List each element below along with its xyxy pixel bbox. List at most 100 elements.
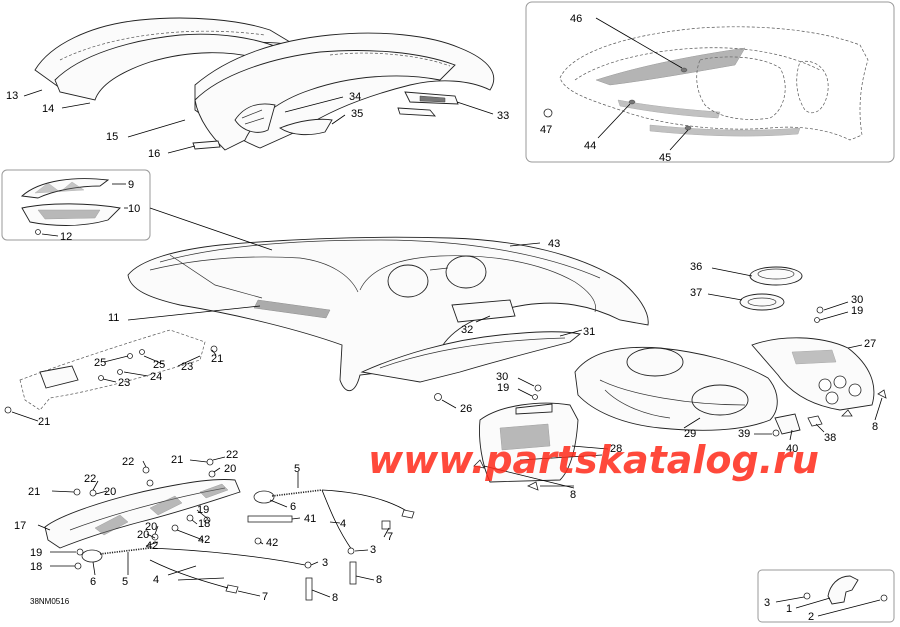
callout-7a: 7	[387, 531, 393, 543]
callout-9: 9	[128, 179, 134, 191]
cap-ring-37	[739, 293, 785, 311]
callout-42b: 42	[146, 540, 158, 552]
callout-24: 24	[150, 371, 162, 383]
seat-strap	[234, 103, 276, 133]
callout-23b: 23	[181, 361, 193, 373]
callout-36: 36	[690, 261, 702, 273]
callout-5a: 5	[294, 463, 300, 475]
deck-body: 43 11 32 31 26	[108, 236, 649, 415]
bolt-8-lower	[305, 577, 313, 601]
cable-4-upper	[321, 489, 353, 551]
callout-31: 31	[583, 326, 595, 338]
screw-30-right	[816, 306, 824, 314]
callout-33: 33	[497, 110, 509, 122]
callout-8a: 8	[570, 489, 576, 501]
glovebox-front-group: 30 19 28 8	[473, 371, 622, 501]
callout-26: 26	[460, 403, 472, 415]
hinge-inset: 3 1 2	[757, 569, 895, 623]
callout-10: 10	[128, 203, 140, 215]
callout-32: 32	[461, 324, 473, 336]
callout-13: 13	[6, 90, 18, 102]
clip-8-right	[841, 409, 853, 417]
callout-45: 45	[659, 152, 671, 164]
seat-trim-strip	[279, 118, 333, 136]
console-gauge	[626, 347, 684, 377]
callout-20b: 20	[224, 463, 236, 475]
callout-11: 11	[108, 312, 119, 324]
console-dial	[691, 384, 749, 416]
vent-inset: 9 10 12	[1, 169, 151, 243]
hinge-part-1	[827, 575, 859, 605]
callout-35: 35	[351, 108, 363, 120]
callout-30b: 30	[851, 294, 863, 306]
console-group: 30 19 27 29 39 40 38 8	[574, 294, 887, 455]
callout-29: 29	[684, 428, 696, 440]
callout-42c: 42	[266, 537, 278, 549]
glovebox-latch	[515, 403, 553, 415]
callout-25b: 25	[153, 359, 165, 371]
callout-21b: 21	[38, 416, 50, 428]
callout-6b: 6	[90, 576, 96, 588]
callout-22c: 22	[226, 449, 238, 461]
callout-20c: 20	[145, 521, 157, 533]
deck-vent-11	[253, 299, 331, 319]
callout-3a: 3	[370, 544, 376, 556]
gauge-left	[387, 264, 429, 298]
spring-5-lower	[99, 547, 151, 555]
callout-5b: 5	[122, 576, 128, 588]
spring-5-upper	[271, 489, 323, 497]
callout-21d: 21	[171, 454, 183, 466]
callout-21c: 21	[28, 486, 40, 498]
fuel-cap-group: 36 37	[690, 261, 803, 311]
grommet-6-lower	[81, 549, 103, 563]
callout-34: 34	[349, 91, 361, 103]
callout-30a: 30	[496, 371, 508, 383]
hull-side-panel	[595, 47, 746, 86]
rear-assembly-group: 17 21 22 20 19 18 6 5 4 22 21 22 20 5 6 …	[14, 449, 415, 606]
callout-19b: 19	[851, 305, 863, 317]
callout-3d: 3	[764, 597, 770, 609]
callout-47: 47	[540, 124, 552, 136]
storage-lid-32	[451, 299, 516, 323]
callout-8c: 8	[376, 574, 382, 586]
nut-39	[772, 429, 780, 437]
callout-44: 44	[584, 140, 596, 152]
strap-41	[247, 515, 293, 523]
screw-3-inset	[803, 592, 811, 600]
callout-19d: 19	[197, 504, 209, 516]
callout-25a: 25	[94, 357, 106, 369]
callout-28: 28	[610, 443, 622, 455]
callout-12: 12	[60, 231, 72, 243]
callout-27: 27	[864, 338, 876, 350]
callout-3b: 3	[322, 557, 328, 569]
seat-base	[194, 50, 456, 151]
vent-inset-frame	[1, 169, 151, 241]
deck-shell	[127, 236, 649, 392]
callout-15: 15	[106, 131, 118, 143]
bolt-8-right	[349, 561, 357, 585]
seat-handle-strap	[397, 107, 437, 117]
cable-4-lower	[149, 547, 306, 566]
callout-16: 16	[148, 148, 160, 160]
bumper-outline	[19, 329, 206, 411]
seat-cover-group	[34, 17, 495, 151]
fuel-cap-36	[749, 266, 803, 286]
hinge-inset-frame	[757, 569, 895, 623]
callout-19a: 19	[497, 382, 509, 394]
callout-20a: 20	[104, 486, 116, 498]
callout-22a: 22	[84, 473, 96, 485]
callout-37: 37	[690, 287, 702, 299]
inset-frame	[525, 1, 895, 163]
bracket-40	[774, 413, 801, 435]
callout-8d: 8	[332, 592, 338, 604]
screw-12	[35, 229, 41, 235]
glovebox-tray-31	[360, 331, 582, 383]
callout-39: 39	[738, 428, 750, 440]
callout-6a: 6	[290, 501, 296, 513]
callout-42a: 42	[198, 534, 210, 546]
callout-4b: 4	[153, 574, 159, 586]
gauge-right	[445, 255, 487, 289]
callout-22b: 22	[122, 456, 134, 468]
callout-7b: 7	[262, 591, 268, 603]
nut-21	[210, 345, 218, 353]
